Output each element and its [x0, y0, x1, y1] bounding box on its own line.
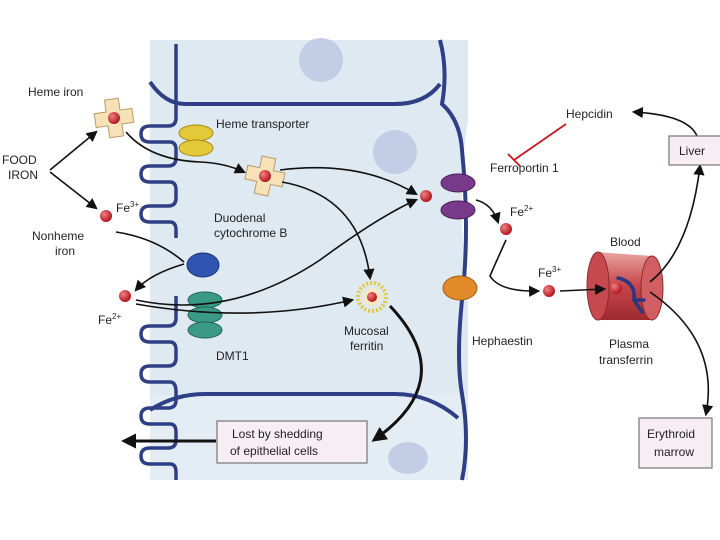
nonheme-iron-label-line1: Nonheme: [32, 229, 84, 243]
duodenal-cytochrome-b-protein: [186, 252, 220, 278]
plasma-transferrin-label-line2: transferrin: [599, 353, 653, 367]
nucleus-top: [299, 38, 343, 82]
heme-transporter-label: Heme transporter: [216, 117, 309, 131]
ferroportin-protein: [440, 173, 476, 220]
liver-label: Liver: [679, 144, 705, 158]
pathway-arrows: [49, 106, 714, 442]
lost-by-shedding-box: [216, 420, 368, 464]
duodenal-cytochrome-label-line2: cytochrome B: [214, 226, 287, 240]
plasma-transferrin-molecule: [616, 276, 646, 314]
nucleus-middle: [373, 130, 417, 174]
fe3-label-nonheme: Fe3+: [116, 200, 139, 215]
microvilli-brush-border: [139, 44, 178, 480]
iron-atoms: [100, 112, 622, 302]
iron-heme-inside: [259, 170, 271, 182]
hepcidin-label: Hepcidin: [566, 107, 613, 121]
erythroid-marrow-label-line2: marrow: [654, 445, 694, 459]
lost-by-shedding-label-line1: Lost by shedding: [232, 427, 323, 441]
fe2-label-exported: Fe2+: [510, 204, 533, 219]
nucleus-bottom: [388, 442, 428, 474]
iron-at-ferroportin: [420, 190, 432, 202]
duodenal-cytochrome-label-line1: Duodenal: [214, 211, 265, 225]
iron-fe3-nonheme: [100, 210, 112, 222]
plasma-transferrin-label-line1: Plasma: [609, 337, 649, 351]
blood-label: Blood: [610, 235, 641, 249]
hephaestin-label: Hephaestin: [472, 334, 533, 348]
nonheme-iron-label-line2: iron: [55, 244, 75, 258]
heme-iron-label: Heme iron: [28, 85, 83, 99]
dmt1-label: DMT1: [216, 349, 249, 363]
liver-box: [668, 135, 720, 166]
epithelial-cells: [139, 38, 468, 481]
iron-fe2-exported: [500, 223, 512, 235]
fe3-label-blood: Fe3+: [538, 265, 561, 280]
mucosal-ferritin-label-line2: ferritin: [350, 339, 383, 353]
hephaestin-protein: [442, 275, 478, 301]
hepcidin-inhibition-line: [507, 123, 567, 167]
dmt1-protein: [187, 291, 223, 339]
lost-by-shedding-label-line2: of epithelial cells: [230, 444, 318, 458]
iron-heme-outside: [108, 112, 120, 124]
food-iron-label-line1: FOOD: [2, 153, 37, 167]
mucosal-ferritin-label-line1: Mucosal: [344, 324, 389, 338]
erythroid-marrow-label-line1: Erythroid: [647, 427, 695, 441]
erythroid-marrow-box: [638, 417, 713, 469]
ferroportin-label: Ferroportin 1: [490, 161, 559, 175]
heme-transporter-protein: [178, 124, 214, 157]
food-iron-label-line2: IRON: [8, 168, 38, 182]
fe2-label-reduced: Fe2+: [98, 312, 121, 327]
blood-vessel: [586, 251, 664, 321]
iron-fe2-reduced: [119, 290, 131, 302]
iron-ferritin-core: [367, 292, 377, 302]
basolateral-membrane: [438, 39, 468, 481]
iron-fe3-blood: [543, 285, 555, 297]
iron-transferrin-bound: [610, 282, 622, 294]
